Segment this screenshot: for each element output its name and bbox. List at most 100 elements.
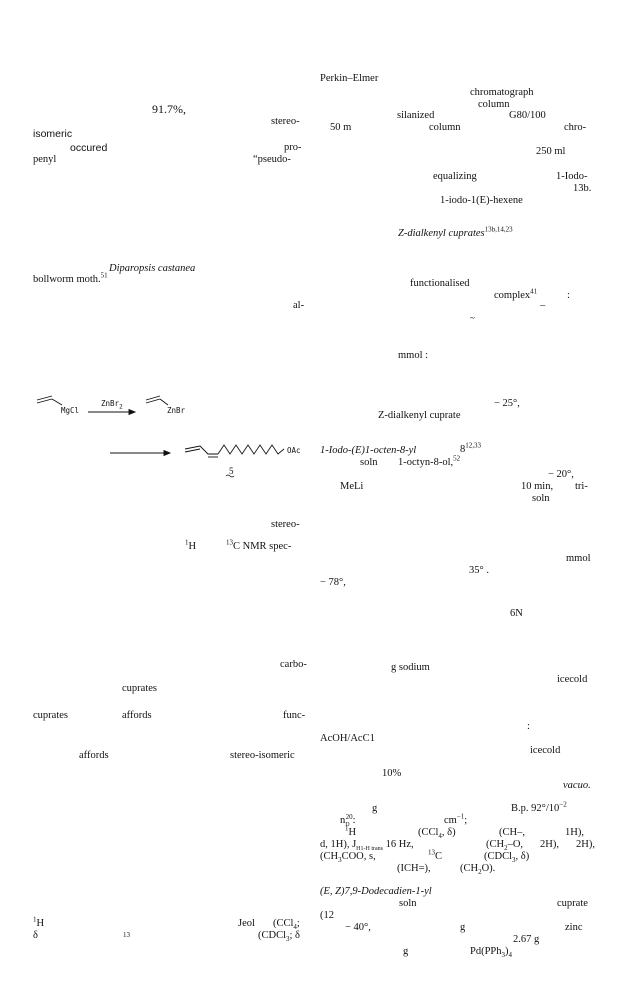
text-ch3coo: (CH3COO, s, <box>320 851 376 865</box>
text-cuprate: cuprate <box>557 898 588 909</box>
text-func: func- <box>283 710 306 721</box>
text-250ml: 250 ml <box>536 146 566 157</box>
reaction-arrow-1 <box>88 408 137 416</box>
text-pro: pro- <box>284 142 302 153</box>
text-tri: tri- <box>575 481 588 492</box>
text-zinc: zinc <box>565 922 583 933</box>
text-cdcl3: (CDCl3; δ <box>258 930 301 944</box>
text-temp-25: − 25°, <box>494 398 520 409</box>
vinyl-grignard-structure <box>36 395 63 406</box>
text-2h-a: 2H), <box>540 839 559 850</box>
oac-label: OAc <box>287 446 301 455</box>
text-stereo-2: stereo- <box>271 519 300 530</box>
text-icecold-2: icecold <box>530 745 561 756</box>
text-g-2: g <box>460 922 466 933</box>
text-silanized: silanized <box>397 110 435 121</box>
text-soln-3: soln <box>399 898 417 909</box>
reaction-arrow-2 <box>110 449 172 457</box>
text-10pct: 10% <box>382 768 402 779</box>
text-267g: 2.67 g <box>513 934 540 945</box>
text-isomeric: isomeric <box>33 128 73 140</box>
text-g-sodium: g sodium <box>391 662 430 673</box>
text-al: al- <box>293 300 305 311</box>
text-cuprates-2: cuprates <box>33 710 68 721</box>
text-ccl4: (CCl4; <box>273 918 300 932</box>
text-soln-2: soln <box>532 493 550 504</box>
text-temp-40: − 40°, <box>345 922 371 933</box>
text-1h-b: 1H <box>33 915 45 929</box>
text-tilde: ~ <box>470 313 475 323</box>
text-stereo: stereo- <box>271 116 300 127</box>
text-ich: (ICH=), <box>397 863 431 874</box>
text-stereo-isomeric: stereo-isomeric <box>230 750 295 761</box>
text-temp-35: 35° . <box>469 565 489 576</box>
heading-z-dialkenyl-cuprates: Z-dialkenyl cuprates13b,14,23 <box>398 225 513 239</box>
text-1h-nmr: 1H <box>345 824 357 838</box>
text-ccl4-delta: (CCl4, δ) <box>418 827 456 841</box>
compound-underline <box>225 474 235 478</box>
heading-iodo-octenyl: 1-Iodo-(E)1-octen-8-yl <box>320 445 417 456</box>
text-colon-1: : <box>567 290 570 301</box>
text-chro: chro- <box>564 122 587 133</box>
znbr-label: ZnBr <box>167 406 186 415</box>
text-pd-pph3: Pd(PPh3)4 <box>470 946 513 960</box>
compound-number: 5 <box>229 466 234 476</box>
text-paren-12: (12 <box>320 910 334 921</box>
text-chromatograph: chromatograph <box>470 87 534 98</box>
text-iodohexene: 1-iodo-1(E)-hexene <box>440 195 523 206</box>
yield-value: 91.7%, <box>152 102 186 116</box>
text-g-3: g <box>403 946 409 957</box>
text-cdcl3-delta: (CDCl3, δ) <box>484 851 530 865</box>
text-meli: MeLi <box>340 481 364 492</box>
text-delta: δ <box>33 930 38 941</box>
text-vacuo: vacuo. <box>563 780 591 791</box>
text-jeol: Jeol <box>238 918 255 929</box>
text-complex: complex41 <box>494 287 538 301</box>
text-soln-1: soln <box>360 457 378 468</box>
text-mmol-2: mmol <box>566 553 591 564</box>
text-z-dialkenyl-cuprate: Z-dialkenyl cuprate <box>378 410 461 421</box>
text-coupling: d, 1H), JH1-H trans 16 Hz, <box>320 839 414 853</box>
text-ref-13b: 13b. <box>573 183 592 194</box>
text-g-1: g <box>372 803 378 814</box>
text-1-iodo: 1-Iodo- <box>556 171 588 182</box>
vinyl-zinc-structure <box>145 395 169 406</box>
text-temp-78: − 78°, <box>320 577 346 588</box>
text-column-2: column <box>429 122 461 133</box>
text-6n: 6N <box>510 608 523 619</box>
text-boiling-point: B.p. 92°/10−2 <box>511 800 567 814</box>
text-1h-c: 1H), <box>565 827 584 838</box>
text-50m: 50 m <box>330 122 352 133</box>
text-column-1: column <box>478 99 510 110</box>
dodecadienyl-acetate-structure <box>184 444 285 458</box>
text-colon-2: : <box>527 721 530 732</box>
text-ch2o: (CH2–O, <box>486 839 524 853</box>
text-affords-2: affords <box>79 750 109 761</box>
text-1h: 1H <box>185 538 197 552</box>
text-mmol-1: mmol : <box>398 350 429 361</box>
text-functionalised: functionalised <box>410 278 470 289</box>
text-ch-eq: (CH–, <box>499 827 525 838</box>
text-ref-8: 812,33 <box>460 441 481 455</box>
text-perkin-elmer: Perkin–Elmer <box>320 73 379 84</box>
text-pseudo: “pseudo- <box>253 154 291 165</box>
text-icecold-1: icecold <box>557 674 588 685</box>
text-g80: G80/100 <box>509 110 546 121</box>
text-dash-1: _ <box>540 296 546 307</box>
text-ch2o-end: (CH2O). <box>460 863 496 877</box>
text-10min: 10 min, <box>521 481 554 492</box>
text-acoh-acc1: AcOH/AcC1 <box>320 733 375 744</box>
znbr2-label: ZnBr2 <box>101 399 123 411</box>
mgcl-label: MgCl <box>61 406 80 415</box>
text-carbo: carbo- <box>280 659 307 670</box>
text-13c-nmr: 13C NMR spec- <box>226 538 292 552</box>
text-cuprates-1: cuprates <box>122 683 157 694</box>
text-affords-1: affords <box>122 710 152 721</box>
text-cm: cm−1; <box>444 812 468 826</box>
text-penyl: penyl <box>33 154 57 165</box>
text-temp-20: − 20°, <box>548 469 574 480</box>
text-13c: 13C <box>428 848 443 862</box>
text-octynol: 1-octyn-8-ol,52 <box>398 454 461 468</box>
text-refractive-index: nD20: <box>340 812 356 829</box>
